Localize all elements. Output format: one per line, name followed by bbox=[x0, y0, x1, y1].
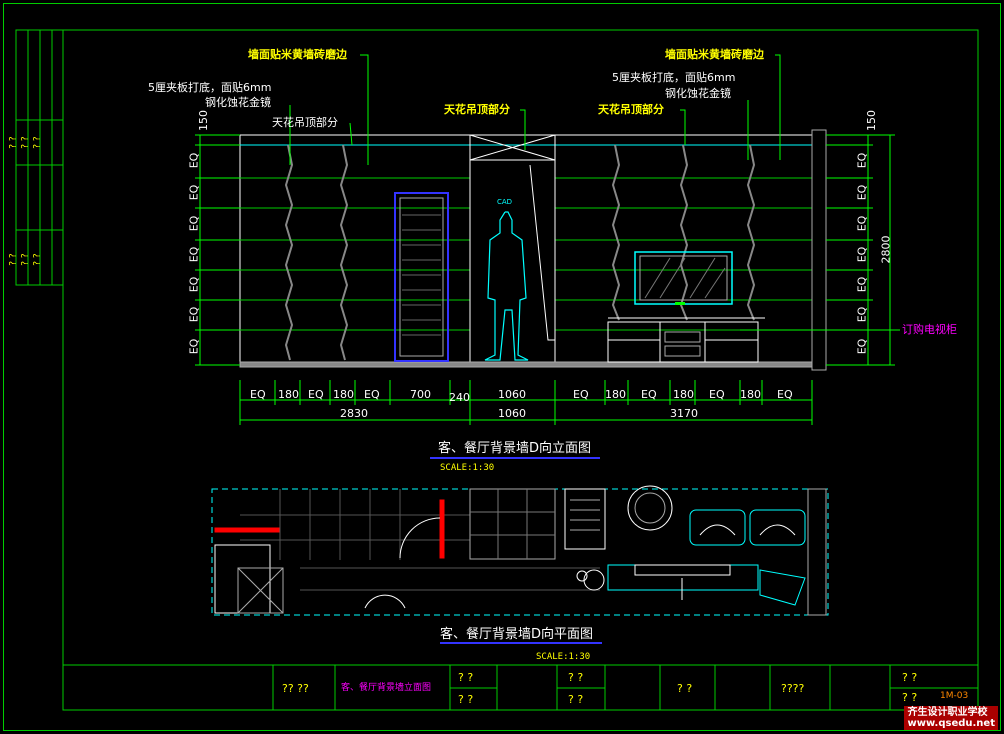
bottom-total: 2830 bbox=[340, 407, 368, 420]
bottom-total: 3170 bbox=[670, 407, 698, 420]
bottom-dim: 180 bbox=[740, 388, 761, 401]
mirror-strips bbox=[284, 144, 756, 361]
right-dim-eq: EQ bbox=[855, 184, 869, 201]
watermark-line2: www.qsedu.net bbox=[907, 718, 995, 729]
watermark-line1: 齐生设计职业学校 bbox=[907, 707, 988, 718]
bottom-dim: 180 bbox=[673, 388, 694, 401]
bottom-dim: EQ bbox=[573, 388, 589, 401]
title-block-cell: ? ? bbox=[568, 693, 584, 706]
human-figure bbox=[484, 211, 529, 361]
plan-title: 客、餐厅背景墙D向平面图 bbox=[440, 627, 594, 642]
left-dim-eq: EQ bbox=[187, 306, 201, 323]
plan-scale: SCALE:1:30 bbox=[536, 652, 591, 662]
side-cell: ? ? bbox=[20, 253, 31, 266]
left-dim-eq: EQ bbox=[187, 215, 201, 232]
title-block-cell: ? ? bbox=[458, 671, 474, 684]
bottom-dim: EQ bbox=[709, 388, 725, 401]
title-block-cell: ?? ?? bbox=[282, 682, 309, 695]
annotation-wall-tile-right: 墙面贴米黄墙砖磨边 bbox=[665, 48, 764, 61]
bottom-title-block bbox=[62, 664, 979, 711]
sheet-number: 1M-03 bbox=[940, 691, 969, 701]
title-block-cell: ? ? bbox=[677, 682, 693, 695]
right-dim-total: 2800 bbox=[879, 235, 893, 264]
right-dim-150: 150 bbox=[865, 110, 878, 131]
left-dim-eq: EQ bbox=[187, 152, 201, 169]
side-cell: ? ? bbox=[20, 136, 31, 149]
title-block-drawing-name: 客、餐厅背景墙立面图 bbox=[341, 683, 432, 693]
bottom-dim: EQ bbox=[250, 388, 266, 401]
right-dim-eq: EQ bbox=[855, 276, 869, 293]
title-block-cell: ? ? bbox=[902, 671, 918, 684]
bottom-dim: EQ bbox=[364, 388, 380, 401]
left-dim-eq: EQ bbox=[187, 276, 201, 293]
door bbox=[394, 192, 449, 362]
right-dim-eq: EQ bbox=[855, 338, 869, 355]
annotation-wall-tile-left: 墙面贴米黄墙砖磨边 bbox=[248, 48, 347, 61]
annotation-plywood-left-1: 5厘夹板打底，面贴6mm bbox=[148, 81, 272, 94]
bottom-total: 1060 bbox=[498, 407, 526, 420]
leader-lines bbox=[289, 54, 900, 331]
annotation-ceiling-left: 天花吊顶部分 bbox=[272, 116, 338, 129]
tv bbox=[634, 251, 733, 305]
title-block-cell: ? ? bbox=[902, 691, 918, 704]
tv-cabinet bbox=[607, 317, 765, 363]
left-dim-eq: EQ bbox=[187, 246, 201, 263]
annotation-plywood-right-1: 5厘夹板打底，面贴6mm bbox=[612, 71, 736, 84]
title-block-cell: ? ? bbox=[568, 671, 584, 684]
plan-view bbox=[211, 485, 829, 616]
bottom-dim: EQ bbox=[641, 388, 657, 401]
right-dim-eq: EQ bbox=[855, 152, 869, 169]
bottom-dim: 180 bbox=[333, 388, 354, 401]
drawing-frame bbox=[3, 3, 1001, 731]
annotation-ceiling-center: 天花吊顶部分 bbox=[444, 103, 510, 116]
figure-label: CAD bbox=[497, 198, 513, 206]
elevation-title: 客、餐厅背景墙D向立面图 bbox=[438, 441, 592, 456]
annotation-plywood-right-2: 钢化蚀花金镜 bbox=[665, 87, 731, 100]
elevation-wall bbox=[239, 129, 827, 371]
bottom-dim: 1060 bbox=[498, 388, 526, 401]
annotation-plywood-left-2: 钢化蚀花金镜 bbox=[205, 96, 271, 109]
elevation-scale: SCALE:1:30 bbox=[440, 463, 495, 473]
title-block-cell: ???? bbox=[781, 682, 805, 695]
bottom-dim: EQ bbox=[777, 388, 793, 401]
annotation-tv-cabinet: 订购电视柜 bbox=[902, 323, 957, 336]
inner-frame bbox=[62, 29, 979, 711]
bottom-dim: 240 bbox=[449, 391, 470, 404]
bottom-dim: 700 bbox=[410, 388, 431, 401]
title-block-cell: ? ? bbox=[458, 693, 474, 706]
bottom-dim: 180 bbox=[605, 388, 626, 401]
annotation-ceiling-right: 天花吊顶部分 bbox=[598, 103, 664, 116]
side-title-block bbox=[15, 29, 64, 286]
bottom-dim: 180 bbox=[278, 388, 299, 401]
side-cell: ? ? bbox=[8, 136, 19, 149]
left-dim-eq: EQ bbox=[187, 338, 201, 355]
left-dim-150: 150 bbox=[197, 110, 210, 131]
right-dim-eq: EQ bbox=[855, 215, 869, 232]
bottom-dim: EQ bbox=[308, 388, 324, 401]
right-dim-eq: EQ bbox=[855, 246, 869, 263]
side-cell: ? ? bbox=[32, 136, 43, 149]
right-dim-eq: EQ bbox=[855, 306, 869, 323]
side-cell: ? ? bbox=[32, 253, 43, 266]
watermark: 齐生设计职业学校 www.qsedu.net bbox=[904, 706, 998, 730]
side-cell: ? ? bbox=[8, 253, 19, 266]
left-dim-eq: EQ bbox=[187, 184, 201, 201]
